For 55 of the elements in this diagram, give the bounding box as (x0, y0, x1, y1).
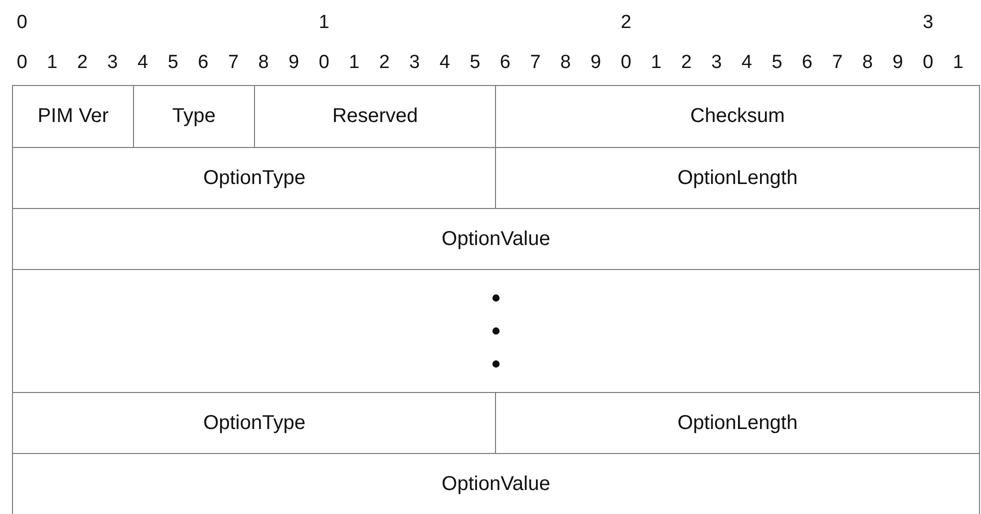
bit-number: 0 (922, 52, 934, 74)
field-cell (12, 453, 980, 514)
bit-number: 6 (196, 52, 210, 74)
field-cell (12, 85, 134, 148)
field-name: OptionLength (677, 412, 798, 435)
bit-number: 2 (76, 52, 89, 74)
bit-number: 9 (288, 52, 300, 74)
bit-number: 3 (710, 52, 723, 74)
field-name: Type (172, 105, 216, 128)
bit-number: 2 (378, 52, 391, 74)
field-cell (495, 392, 980, 454)
field-name: PIM Ver (38, 105, 109, 128)
bit-number: 7 (831, 52, 844, 74)
bit-number: 7 (529, 52, 542, 74)
bit-number: 9 (892, 52, 904, 74)
bit-number: 2 (680, 52, 693, 74)
field-cell (12, 147, 497, 210)
bit-number: 1 (348, 52, 360, 74)
continuation-row (12, 269, 980, 394)
field-cell (495, 85, 980, 148)
bit-number: 0 (318, 52, 330, 74)
bit-number: 7 (227, 52, 240, 74)
bit-number: 0 (16, 52, 28, 74)
bit-number: 8 (559, 52, 572, 74)
field-name: Reserved (332, 105, 418, 128)
field-name: OptionType (203, 412, 306, 435)
field-cell (12, 392, 497, 454)
bit-number: 6 (498, 52, 512, 74)
bit-number: 3 (408, 52, 421, 74)
bit-number: 4 (740, 52, 754, 74)
bit-number: 1 (650, 52, 662, 74)
bit-number: 3 (106, 52, 119, 74)
bit-number: 8 (861, 52, 874, 74)
bit-scale-number: 0 (16, 12, 28, 34)
bit-number: 9 (590, 52, 602, 74)
bit-number: 0 (620, 52, 632, 74)
bit-number: 4 (136, 52, 150, 74)
field-cell (12, 208, 980, 270)
bit-scale-number: 2 (620, 12, 632, 34)
bit-number: 4 (438, 52, 452, 74)
bit-scale-number: 1 (318, 12, 330, 34)
field-name: OptionValue (442, 473, 550, 496)
bit-number: 1 (952, 52, 964, 74)
field-name: OptionType (203, 166, 306, 190)
bit-number: 6 (800, 52, 814, 74)
field-cell (495, 147, 980, 210)
field-name: Checksum (690, 105, 785, 128)
bit-number: 5 (468, 52, 482, 74)
bit-scale-number: 3 (922, 12, 934, 34)
bit-number: 5 (770, 52, 784, 74)
bit-number: 1 (46, 52, 58, 74)
bit-number: 8 (257, 52, 270, 74)
field-name: OptionValue (442, 228, 550, 251)
field-name: OptionLength (677, 166, 798, 190)
bit-number: 5 (166, 52, 180, 74)
